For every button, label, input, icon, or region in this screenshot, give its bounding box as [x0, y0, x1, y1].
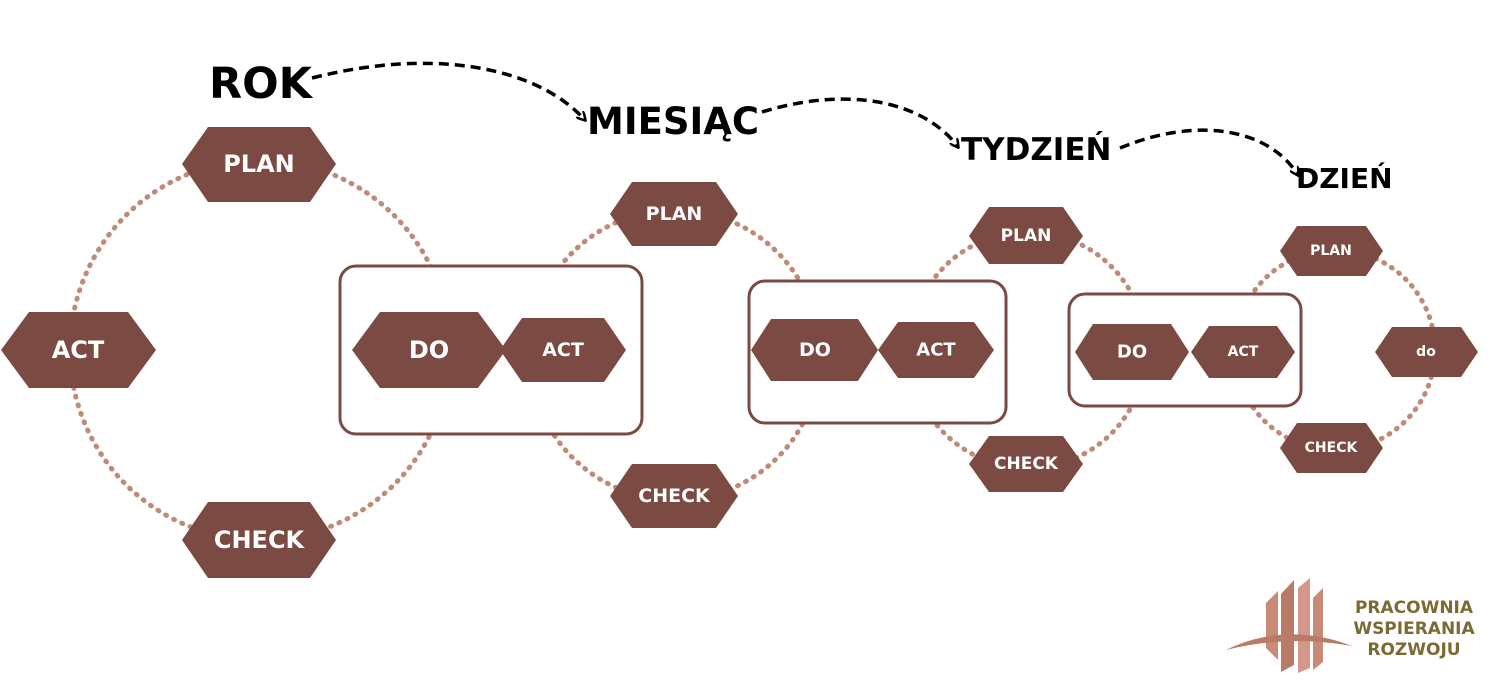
- month-do-hexagon: DO: [751, 319, 878, 381]
- week-act-hexagon: ACT: [878, 322, 994, 378]
- month-plan-label: PLAN: [646, 203, 703, 225]
- month-week-link-box: [747, 279, 1008, 425]
- arrow-month-to-week: [761, 97, 958, 147]
- year-act-label: ACT: [52, 336, 105, 364]
- period-month-label: MIESIĄC: [587, 100, 759, 143]
- day-plan-hexagon: PLAN: [1280, 226, 1383, 276]
- week-plan-hexagon: PLAN: [969, 207, 1083, 264]
- day-act-hexagon: ACT: [1191, 326, 1295, 378]
- week-check-label: CHECK: [994, 454, 1059, 474]
- logo-line-3: ROZWOJU: [1367, 640, 1460, 660]
- arrow-year-to-month: [311, 61, 585, 120]
- month-act-hexagon: ACT: [500, 318, 626, 382]
- logo-mark-icon: [1226, 578, 1352, 673]
- logo-line-1: PRACOWNIA: [1355, 598, 1474, 618]
- year-check-label: CHECK: [214, 526, 306, 554]
- day-do-hexagon: do: [1375, 327, 1478, 377]
- week-plan-label: PLAN: [1001, 226, 1052, 246]
- year-do-label: DO: [409, 336, 449, 364]
- arrow-week-to-day: [1119, 128, 1298, 175]
- week-do-hexagon: DO: [1075, 324, 1189, 380]
- month-act-label: ACT: [542, 339, 584, 361]
- month-do-label: DO: [799, 339, 831, 361]
- period-day-label: DZIEŃ: [1296, 161, 1393, 195]
- year-plan-label: PLAN: [223, 150, 295, 178]
- year-do-hexagon: DO: [352, 312, 506, 388]
- day-check-label: CHECK: [1305, 440, 1359, 456]
- day-act-label: ACT: [1228, 344, 1259, 360]
- month-plan-hexagon: PLAN: [610, 182, 738, 246]
- month-check-label: CHECK: [638, 485, 711, 507]
- week-act-label: ACT: [916, 340, 956, 361]
- week-do-label: DO: [1117, 342, 1147, 363]
- year-act-hexagon: ACT: [1, 312, 156, 388]
- period-week-label: TYDZIEŃ: [961, 132, 1111, 168]
- day-plan-label: PLAN: [1310, 243, 1352, 259]
- month-check-hexagon: CHECK: [610, 464, 738, 528]
- logo-line-2: WSPIERANIA: [1353, 619, 1475, 639]
- day-do-label: do: [1416, 344, 1436, 360]
- period-year-label: ROK: [209, 59, 314, 109]
- year-plan-hexagon: PLAN: [182, 127, 336, 202]
- pracownia-logo: PRACOWNIA WSPIERANIA ROZWOJU: [1226, 578, 1476, 673]
- week-check-hexagon: CHECK: [969, 436, 1083, 492]
- day-check-hexagon: CHECK: [1280, 423, 1383, 473]
- year-check-hexagon: CHECK: [182, 502, 336, 578]
